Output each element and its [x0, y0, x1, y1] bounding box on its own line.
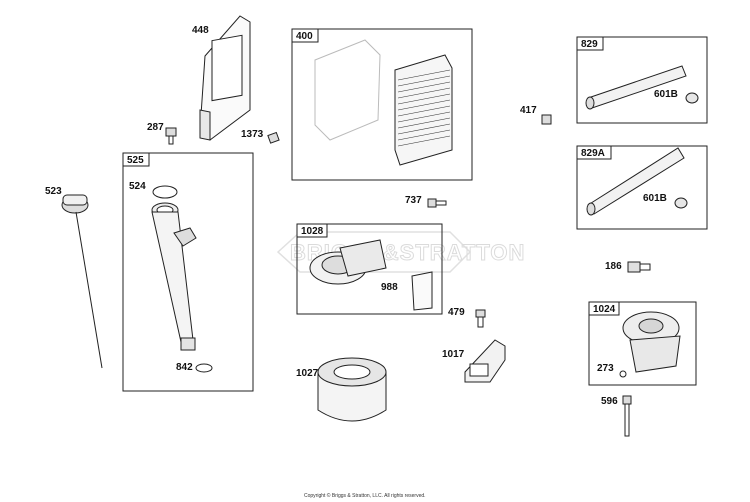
- box-label-829: 829: [581, 39, 598, 50]
- clamp-601b-a-part: [685, 92, 699, 104]
- callout-287: 287: [147, 122, 164, 133]
- hose-829-part: [585, 65, 687, 110]
- hose-829a-part: [586, 147, 685, 216]
- bolt-1373-part: [267, 131, 280, 144]
- box-label-1024: 1024: [593, 304, 616, 315]
- callout-596: 596: [601, 396, 618, 407]
- bracket-1017-part: [464, 339, 506, 383]
- callout-524: 524: [129, 181, 146, 192]
- o-ring-842-part: [195, 363, 213, 373]
- callout-labels: 448 287 1373 523 524 842 417 601B 601B 7…: [45, 25, 678, 407]
- callout-601b-b: 601B: [643, 193, 667, 204]
- callout-417: 417: [520, 105, 537, 116]
- callout-988: 988: [381, 282, 398, 293]
- callout-448: 448: [192, 25, 209, 36]
- bracket-448-part: [199, 15, 251, 141]
- box-829: 829: [576, 36, 708, 124]
- callout-186: 186: [605, 261, 622, 272]
- bolt-287-part: [165, 127, 177, 145]
- callout-842: 842: [176, 362, 193, 373]
- nut-417-part: [541, 114, 552, 125]
- dipstick-tube-part: [151, 202, 197, 351]
- bolt-596-part: [622, 395, 632, 437]
- callout-479: 479: [448, 307, 465, 318]
- box-label-525: 525: [127, 155, 144, 166]
- gasket-988-part: [411, 271, 433, 311]
- oil-filter-adapter-part: [309, 239, 387, 285]
- callout-1017: 1017: [442, 349, 465, 360]
- bolt-737-part: [427, 198, 447, 208]
- oil-pump-part: [619, 311, 681, 378]
- bolt-479-part: [475, 309, 486, 328]
- box-829a: 829A: [576, 145, 708, 230]
- box-label-829a: 829A: [581, 148, 605, 159]
- oil-cooler-part: [314, 39, 453, 166]
- callout-523: 523: [45, 186, 62, 197]
- clamp-601b-b-part: [674, 197, 688, 209]
- dipstick-523-part: [61, 194, 103, 369]
- box-1028: 1028: [296, 223, 443, 315]
- callout-1373: 1373: [241, 129, 264, 140]
- oil-filter-1027-part: [317, 357, 387, 422]
- copyright-notice: Copyright © Briggs & Stratton, LLC. All …: [304, 492, 426, 499]
- callout-601b-a: 601B: [654, 89, 678, 100]
- callout-273: 273: [597, 363, 614, 374]
- callout-1027: 1027: [296, 368, 319, 379]
- o-ring-524-part: [152, 185, 178, 199]
- fitting-186-part: [627, 261, 651, 273]
- box-400: 400: [291, 28, 473, 181]
- box-525: 525: [122, 152, 254, 392]
- box-1024: 1024: [588, 301, 697, 386]
- box-label-400: 400: [296, 31, 313, 42]
- box-label-1028: 1028: [301, 226, 324, 237]
- callout-737: 737: [405, 195, 422, 206]
